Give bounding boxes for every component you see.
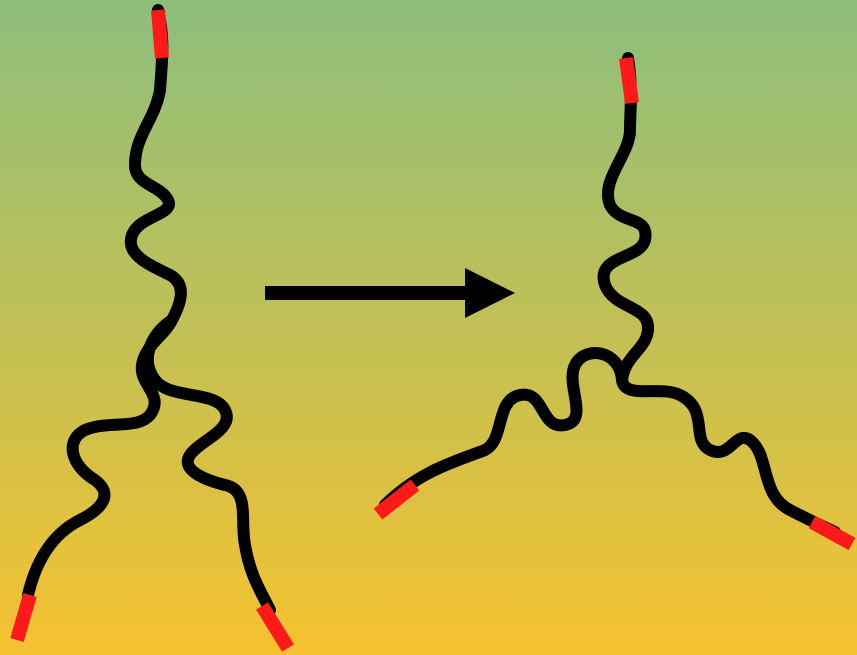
left-right-end bbox=[256, 602, 294, 652]
left-top-end bbox=[151, 9, 169, 59]
right-arm-right bbox=[616, 374, 841, 538]
right-arm-top bbox=[597, 52, 654, 386]
left-arm-right bbox=[141, 314, 276, 616]
right-top-end bbox=[619, 57, 639, 104]
right-right-end bbox=[808, 515, 856, 551]
left-bottom-end bbox=[10, 593, 37, 642]
left-molecule bbox=[10, 4, 294, 652]
reaction-arrow bbox=[265, 268, 515, 318]
right-left-end bbox=[373, 479, 420, 520]
right-molecule bbox=[373, 52, 856, 551]
right-arm-left bbox=[379, 347, 628, 511]
